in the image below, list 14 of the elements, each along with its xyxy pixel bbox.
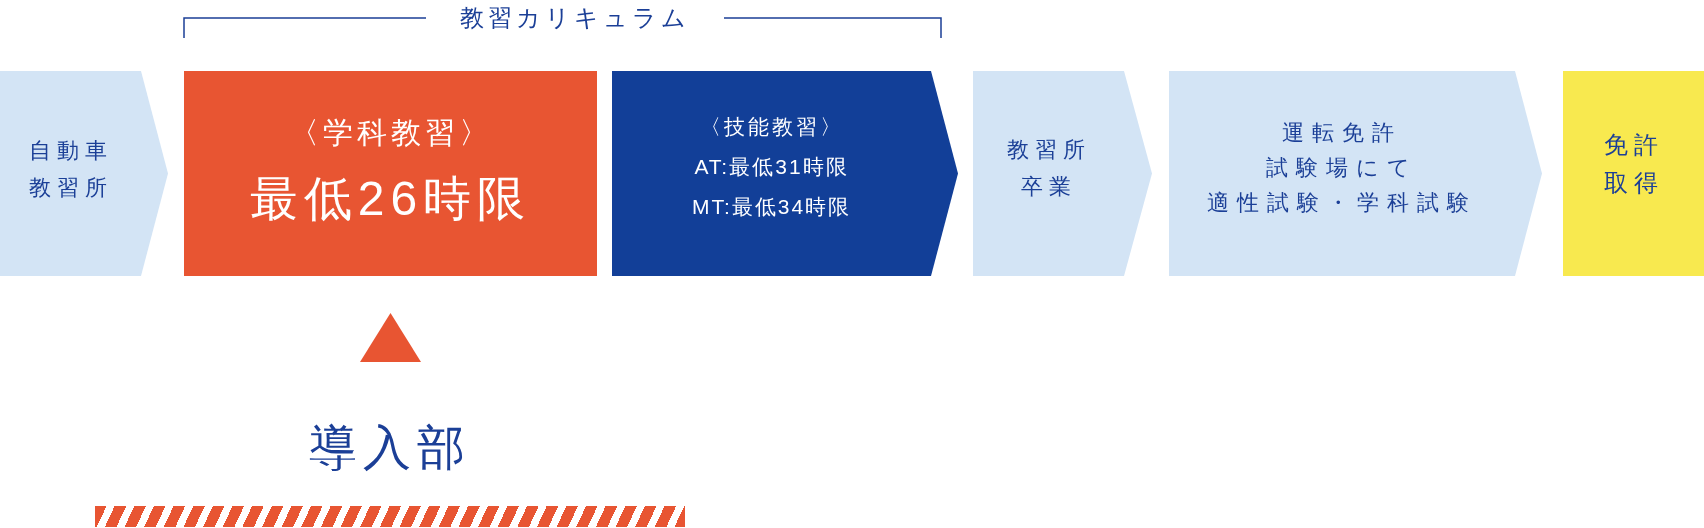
step-label: 運転免許試験場にて適性試験・学科試験 xyxy=(1207,118,1477,217)
bracket-label: 教習カリキュラム xyxy=(460,3,690,33)
department-label: 導入部 xyxy=(309,421,471,474)
course-heading: 〈学科教習〉 xyxy=(288,115,493,151)
step-box xyxy=(184,71,597,276)
pointer-arrow xyxy=(360,313,421,362)
course-heading: 〈技能教習〉 xyxy=(699,114,844,140)
hours-label: MT:最低34時限 xyxy=(691,194,852,220)
hours-label: AT:最低31時限 xyxy=(694,154,849,180)
step-label: 免許取得 xyxy=(1603,130,1664,198)
hours-label: 最低26時限 xyxy=(249,171,532,227)
step-label: 自動車教習所 xyxy=(28,136,113,202)
step-box xyxy=(1563,71,1704,276)
step-label: 教習所卒業 xyxy=(1006,135,1091,201)
